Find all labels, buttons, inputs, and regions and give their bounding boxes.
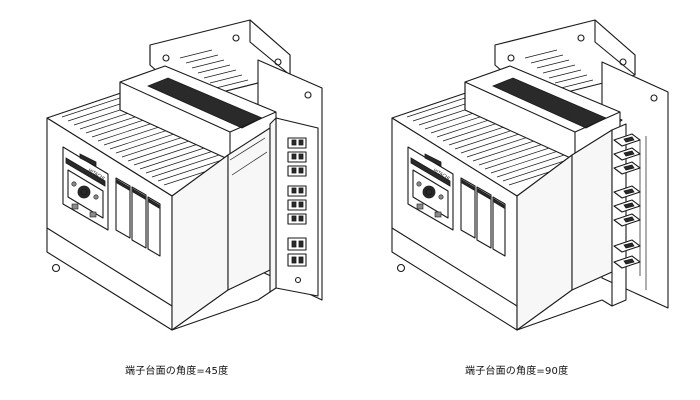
inverter-figure-90deg: HITACHI 端子台面の角度=90度 — [350, 0, 700, 400]
terminal-block-45deg — [269, 117, 319, 297]
inverter-drawing-90deg: HITACHI — [391, 19, 669, 331]
terminal-screws — [613, 133, 641, 269]
inverter-figure-45deg: HITACHI 端 — [46, 19, 323, 377]
inverter-body: HITACHI — [391, 65, 623, 331]
caption-90deg: 端子台面の角度=90度 — [465, 366, 569, 377]
terminal-block-90deg — [611, 123, 647, 307]
caption-45deg: 端子台面の角度=45度 — [125, 366, 229, 377]
inverter-body: HITACHI — [46, 65, 279, 331]
bracket-vent-slots — [524, 49, 594, 89]
terminal-screws — [287, 137, 307, 267]
bracket-vent-slots — [179, 49, 249, 89]
inverter-drawing-45deg: HITACHI — [46, 19, 323, 331]
